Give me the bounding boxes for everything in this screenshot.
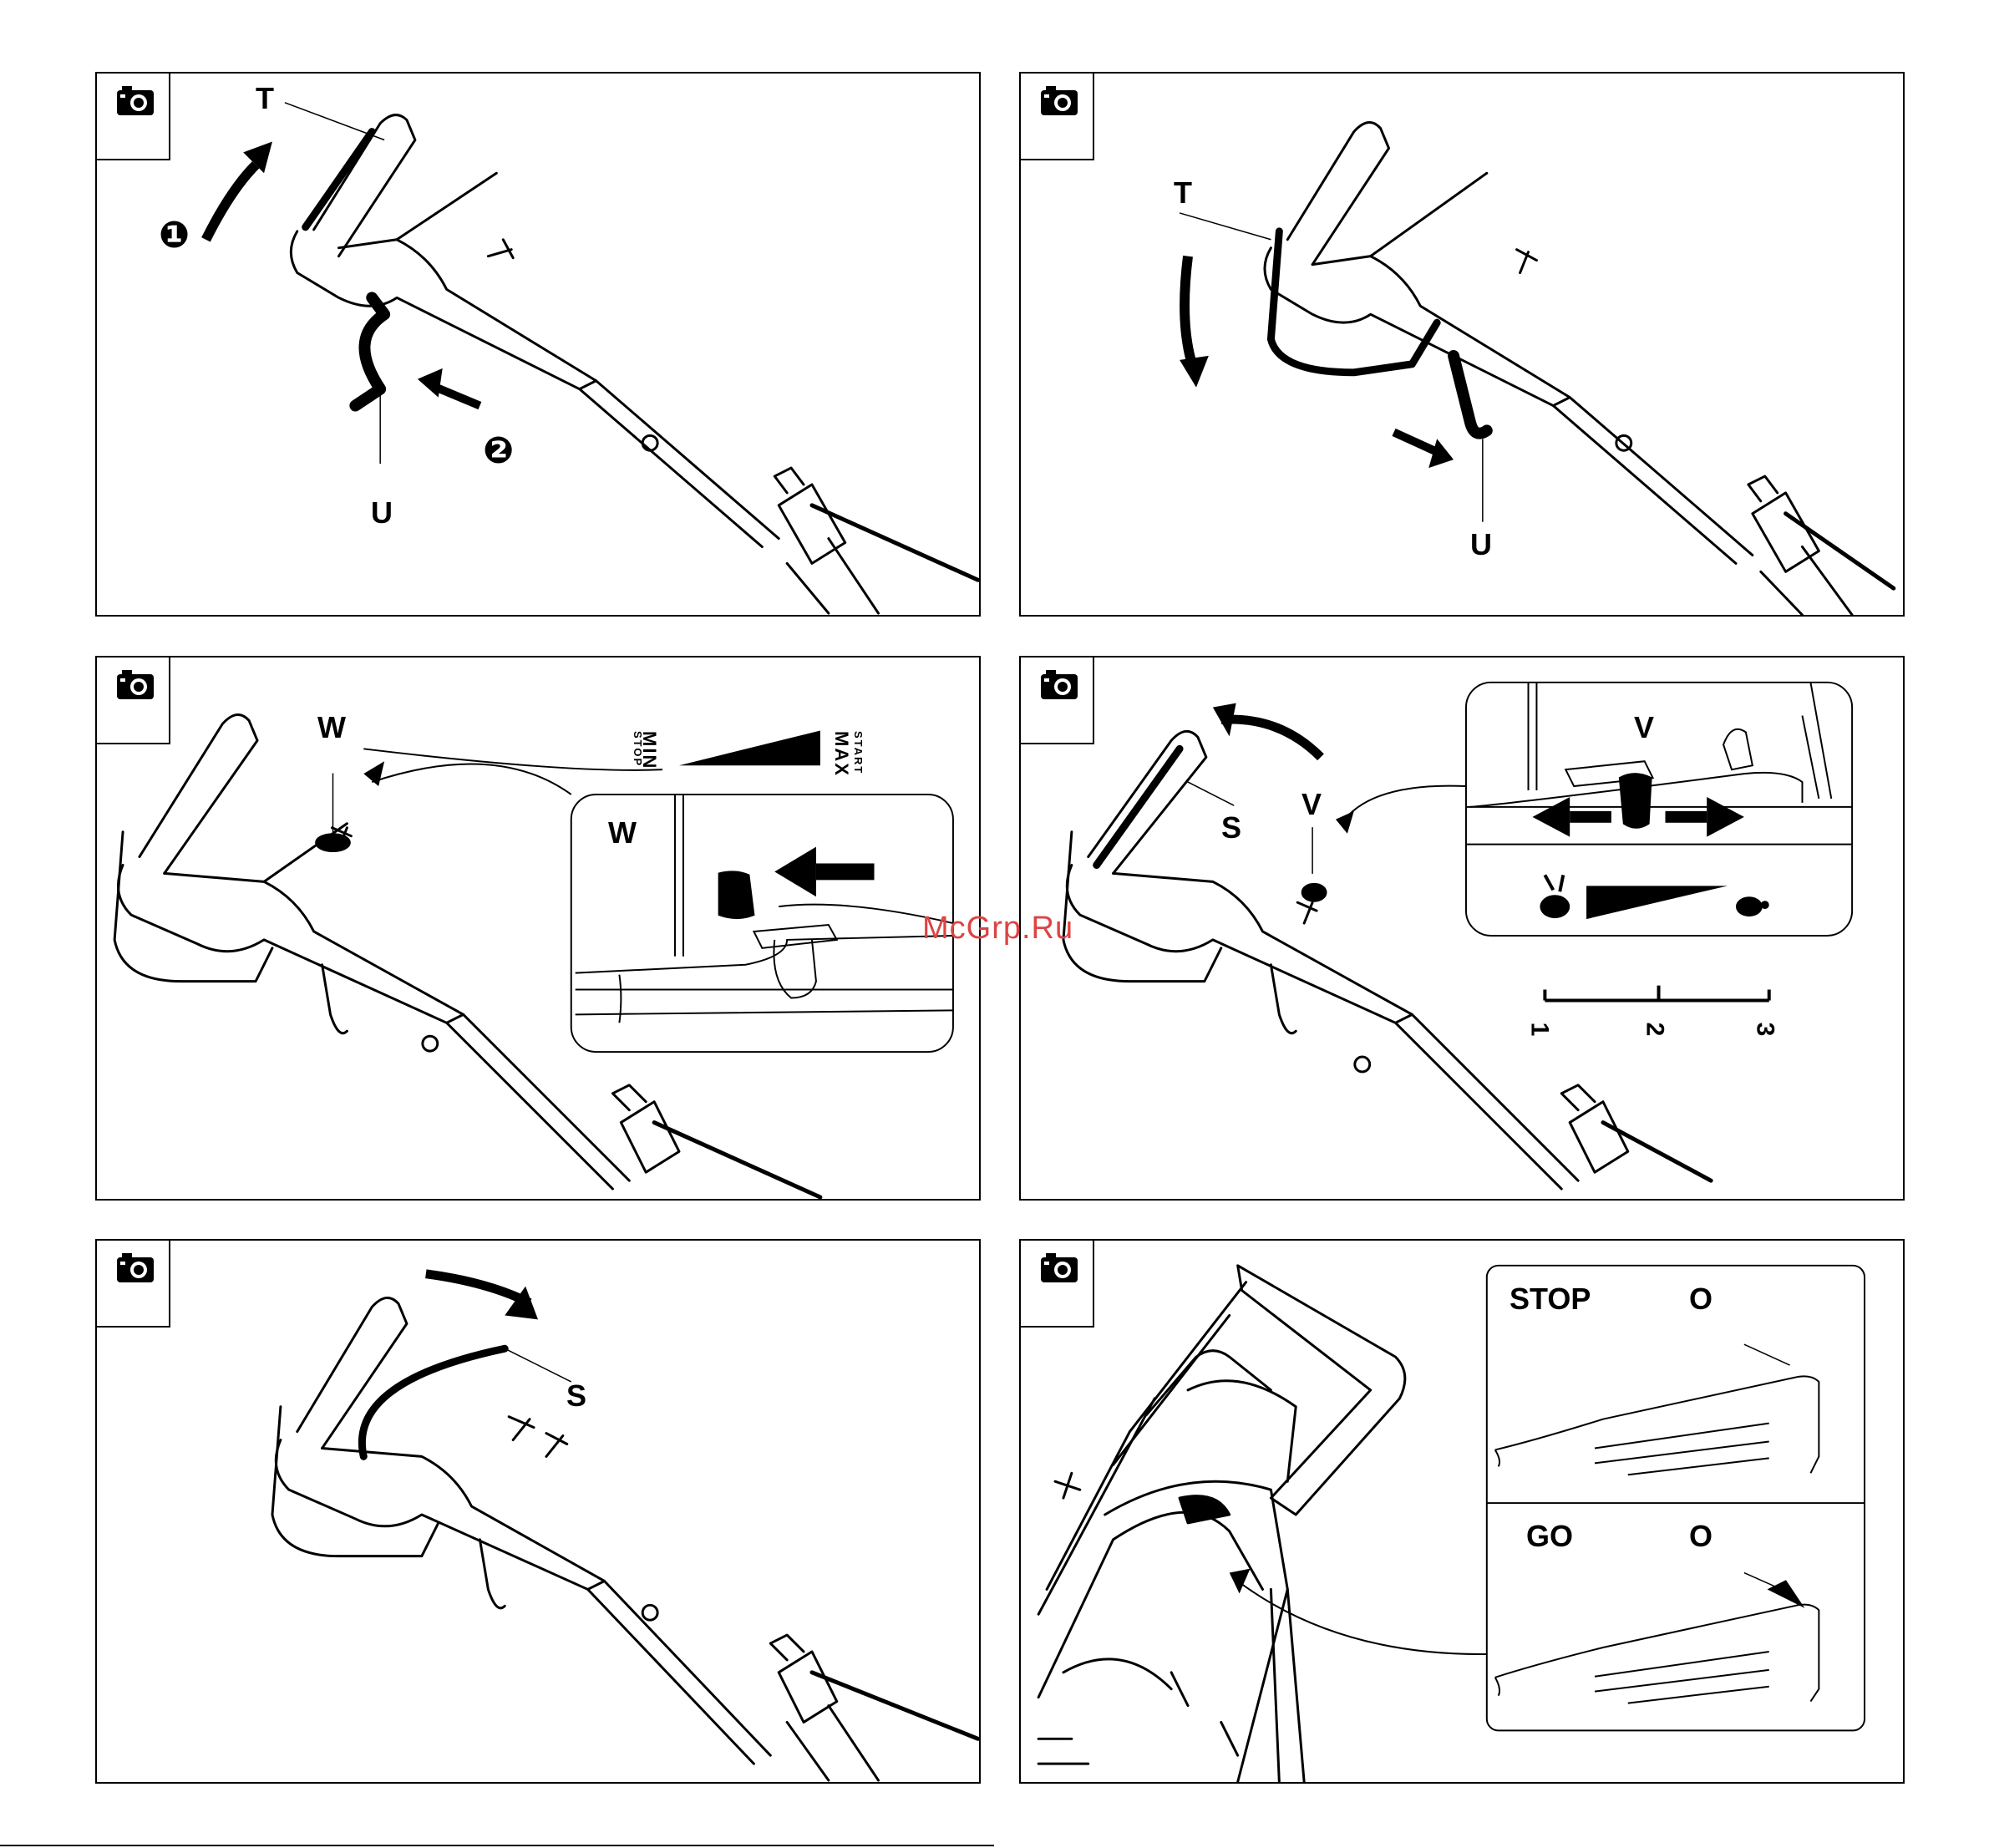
label-v-inset: V <box>1634 713 1654 743</box>
label-o-go: O <box>1689 1521 1712 1551</box>
state-go: GO <box>1526 1521 1573 1551</box>
label-o-stop: O <box>1689 1284 1712 1314</box>
panel-6: STOP O GO O <box>1019 1239 1905 1784</box>
footer-rule <box>0 1845 994 1846</box>
panel-1: T U ❶ ❷ <box>95 72 981 617</box>
step-2: ❷ <box>483 433 514 470</box>
label-t: T <box>256 84 274 114</box>
step-1: ❶ <box>159 217 190 254</box>
arrow-icon <box>97 1241 979 1782</box>
panel-3: W W MIN STOP MAX START <box>95 656 981 1201</box>
hare-icon <box>1540 875 1570 918</box>
panel-2: T U <box>1019 72 1905 617</box>
watermark: McGrp.Ru <box>922 911 1073 947</box>
panel-5: S <box>95 1239 981 1784</box>
state-stop: STOP <box>1510 1284 1591 1314</box>
arrow-icon <box>1021 657 1903 1199</box>
label-t: T <box>1174 178 1192 208</box>
throttle-scale <box>679 730 820 765</box>
label-s: S <box>566 1381 586 1411</box>
speed-1: 1 <box>1526 1023 1551 1037</box>
scale-max: MAX <box>832 731 850 777</box>
speed-3: 3 <box>1752 1023 1777 1037</box>
label-s: S <box>1221 813 1241 843</box>
arrow-icon <box>97 74 979 615</box>
scale-start: START <box>853 731 864 774</box>
panel-4: S V V 1 2 3 <box>1019 656 1905 1201</box>
label-u: U <box>1470 530 1492 560</box>
label-u: U <box>371 498 393 528</box>
label-w: W <box>317 713 346 743</box>
speed-2: 2 <box>1641 1023 1667 1037</box>
tortoise-icon <box>1736 896 1769 916</box>
label-v: V <box>1301 789 1322 820</box>
inset-stop-go <box>1021 1241 1903 1782</box>
scale-stop: STOP <box>632 731 643 767</box>
arrow-icon <box>1021 74 1903 615</box>
label-w-inset: W <box>608 818 637 848</box>
